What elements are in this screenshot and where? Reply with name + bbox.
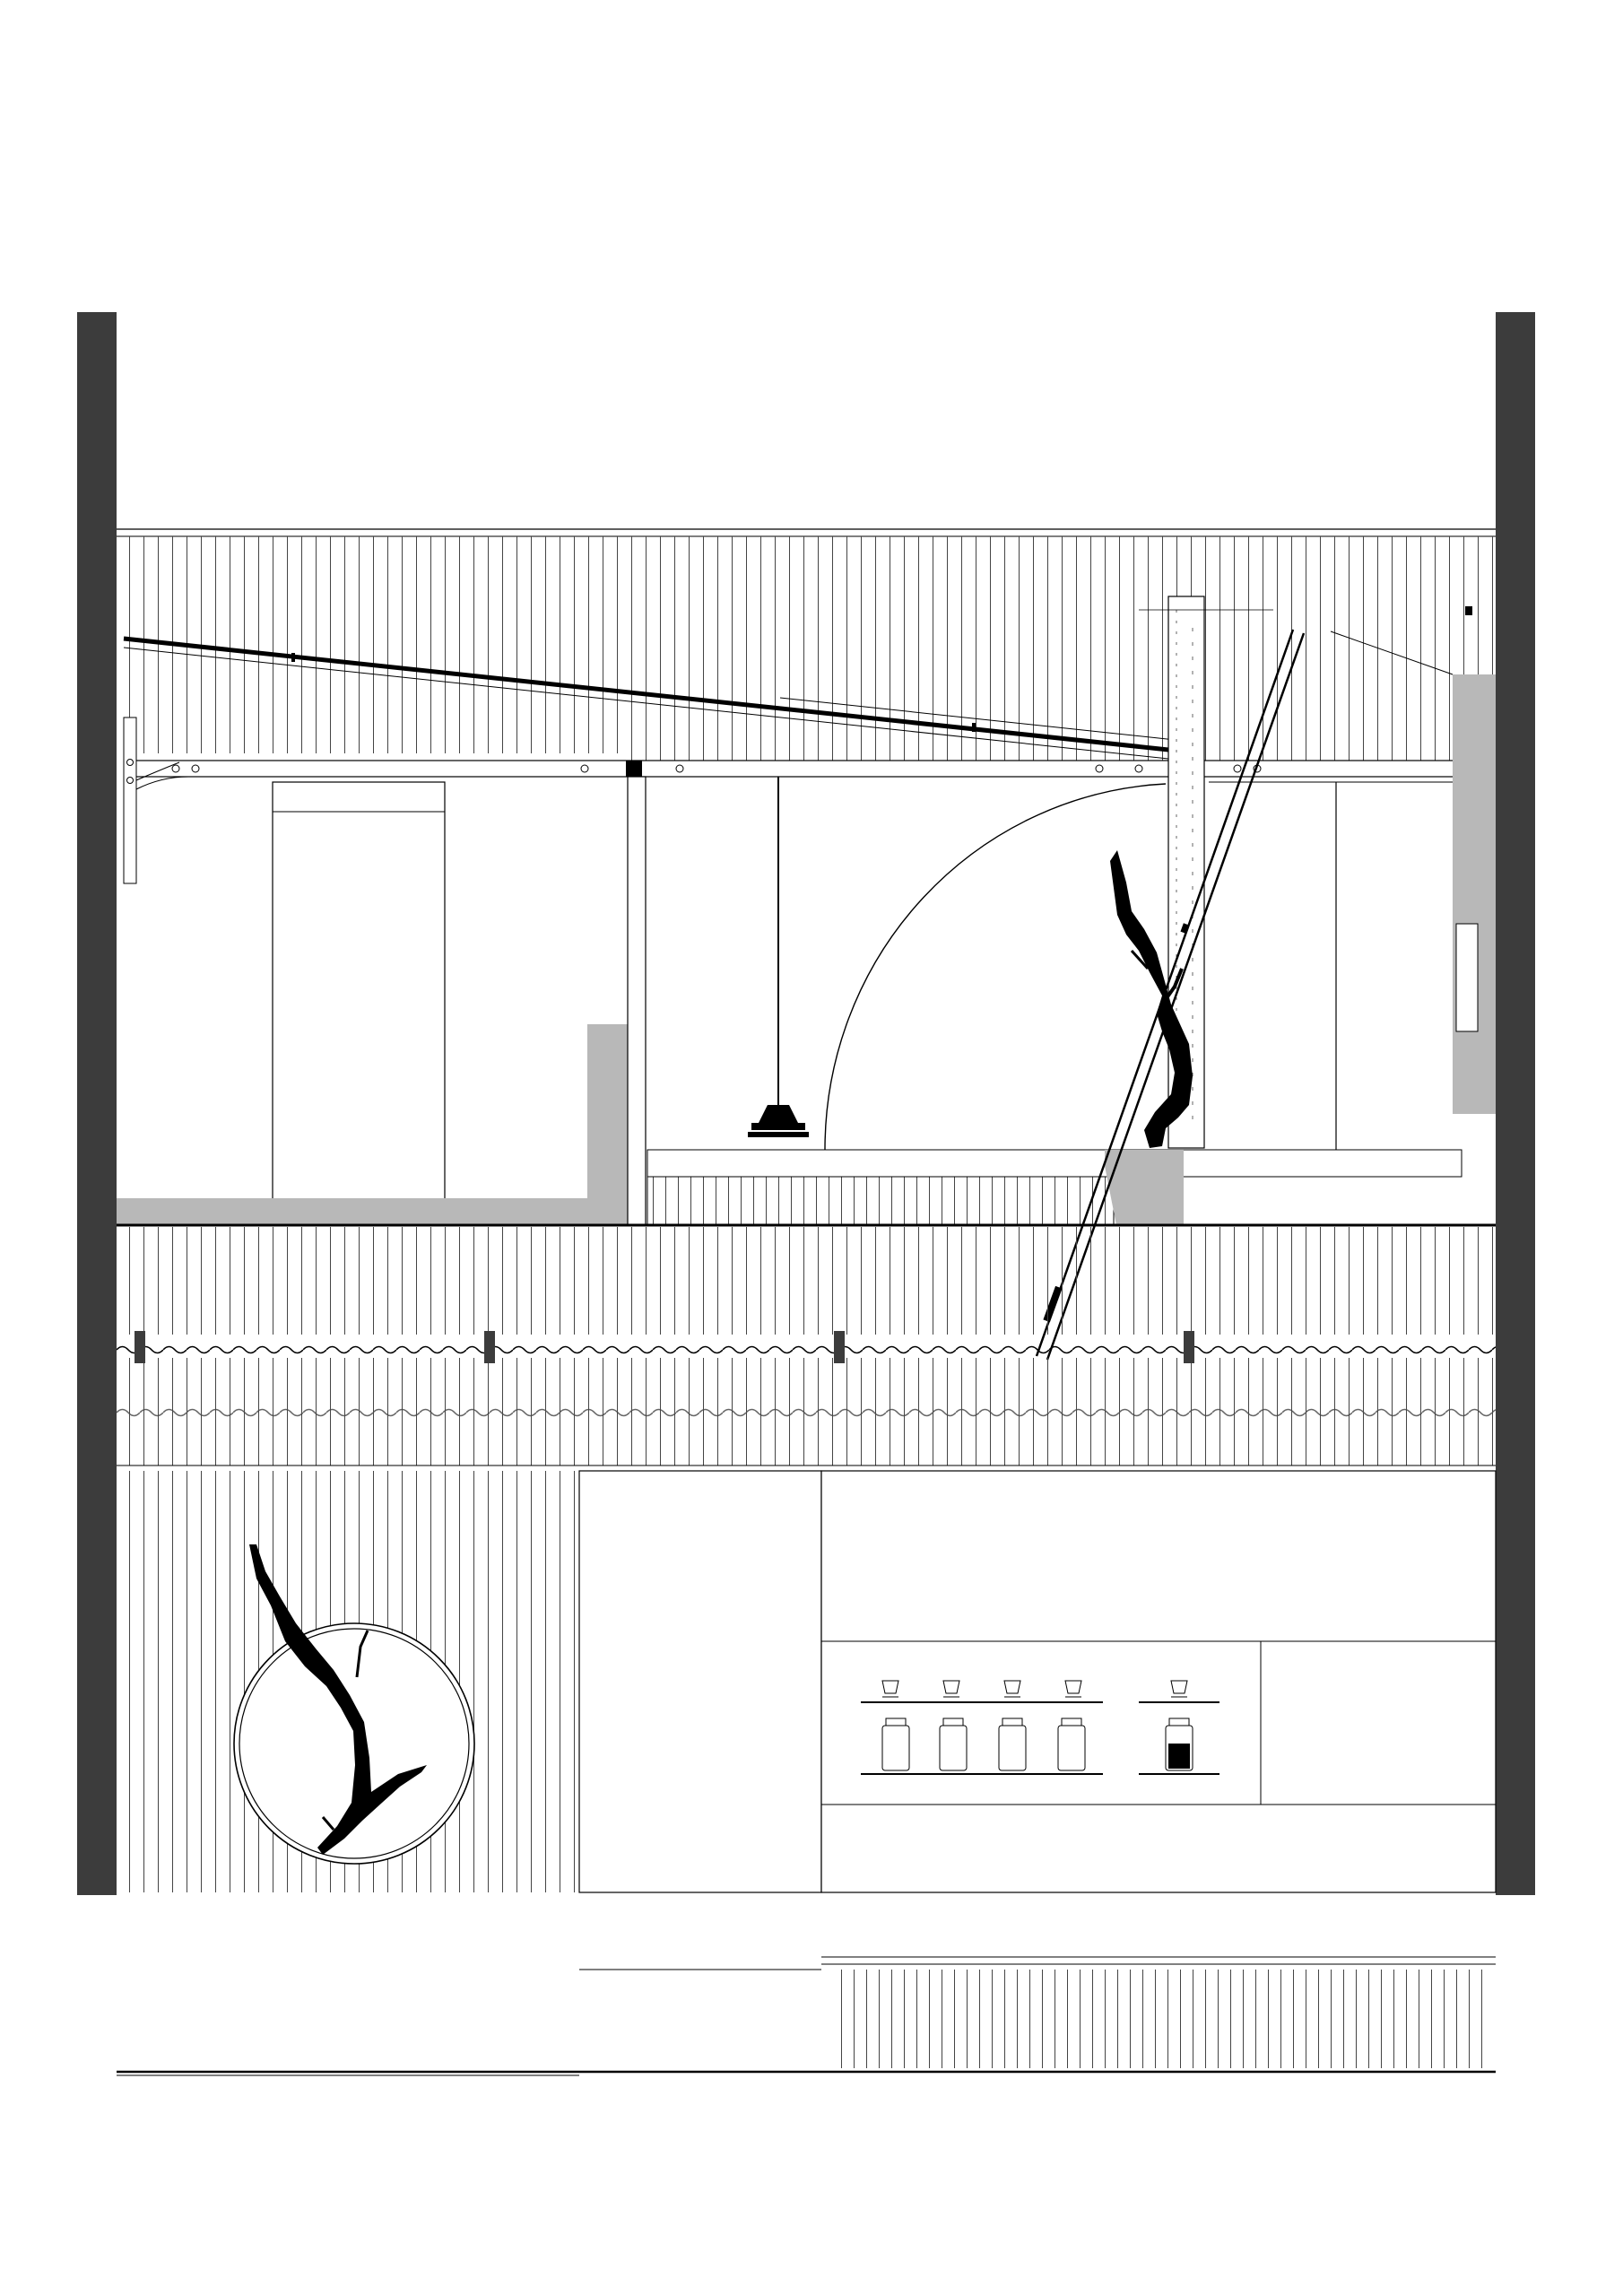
right-wall xyxy=(1496,312,1535,1895)
joist-2 xyxy=(484,1331,495,1363)
cup xyxy=(1003,1680,1021,1698)
upper-door xyxy=(272,781,446,1201)
joist-3 xyxy=(834,1331,845,1363)
sloped-roof-beam xyxy=(123,636,1186,761)
beam-connector xyxy=(626,761,642,777)
jar xyxy=(998,1718,1027,1771)
tree-branch-lower xyxy=(249,1544,427,1855)
upper-level xyxy=(117,528,1496,1361)
floor-slab xyxy=(117,1223,1496,1466)
left-bracket xyxy=(123,717,189,884)
jar xyxy=(881,1718,910,1771)
cabinet xyxy=(820,1470,1497,2068)
joist-1 xyxy=(135,1331,145,1363)
display-shelf xyxy=(861,1680,1219,1775)
joist-4 xyxy=(1184,1331,1194,1363)
bench xyxy=(647,1149,1462,1226)
right-window xyxy=(1455,923,1479,1032)
steel-beam xyxy=(134,760,1462,778)
step-block xyxy=(1105,1150,1184,1225)
cup xyxy=(942,1680,960,1698)
left-wall xyxy=(77,312,117,1895)
jar-dark xyxy=(1165,1718,1193,1771)
upper-left-floor xyxy=(117,1024,628,1224)
arch-opening xyxy=(824,783,1167,1151)
wave-band xyxy=(117,1345,1496,1358)
cup xyxy=(1064,1680,1082,1698)
lower-level xyxy=(117,1470,1497,2076)
jar xyxy=(1057,1718,1086,1771)
lower-door xyxy=(578,1470,822,1893)
jar xyxy=(939,1718,968,1771)
cup xyxy=(881,1680,899,1698)
tree-branch-upper xyxy=(1110,850,1193,1148)
cup xyxy=(1170,1680,1188,1698)
right-grey-wall xyxy=(1453,674,1496,1114)
pendant-lamp xyxy=(748,777,809,1137)
column xyxy=(627,776,647,1226)
